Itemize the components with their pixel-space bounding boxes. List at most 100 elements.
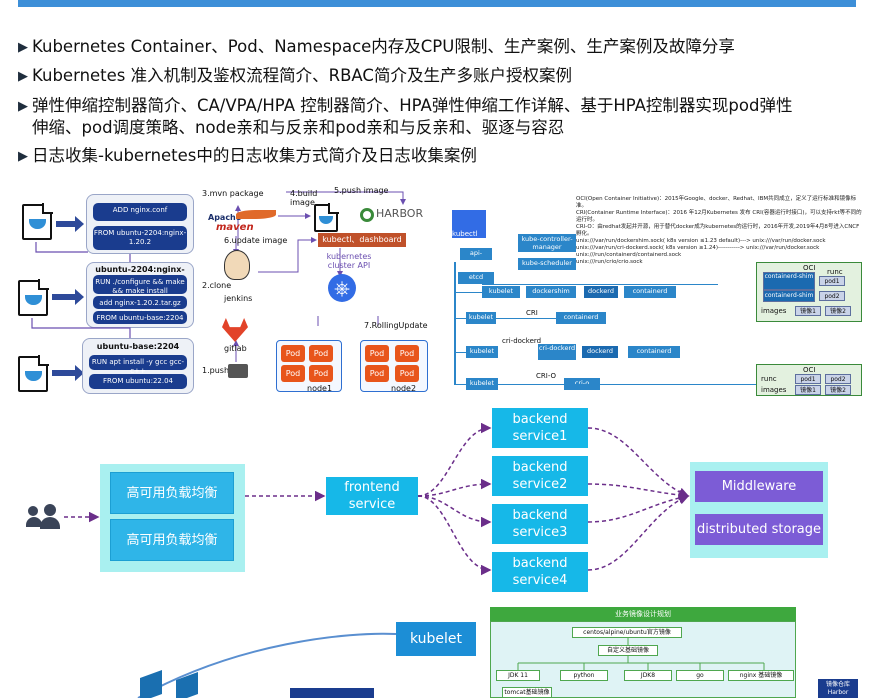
- triangle-bullet-icon: ▶: [18, 149, 28, 164]
- pod: Pod: [395, 365, 419, 382]
- step-label: 3.mvn package: [202, 189, 264, 198]
- bullet-text: Kubernetes Container、Pod、Namespace内存及CPU…: [32, 37, 735, 56]
- service-flow-arrows: [64, 422, 690, 576]
- load-balancer-box: 高可用负载均衡: [110, 472, 234, 514]
- shim-box: containerd-shim: [763, 290, 815, 302]
- layer-step: RUN ./configure && make && make install: [93, 275, 187, 295]
- os-image-box: centos/alpine/ubuntu官方镜像: [572, 627, 682, 638]
- images-label: images: [761, 386, 787, 394]
- backend-service-box: backend service4: [492, 552, 588, 592]
- image-card-nginx: ubuntu-2204:nginx-1.20.2 RUN ./configure…: [86, 262, 194, 328]
- pod1-box: pod1: [795, 374, 821, 384]
- node1-box: Pod Pod Pod Pod node1: [276, 340, 342, 393]
- image-card-title: ubuntu-base:2204: [96, 342, 180, 351]
- connector-line: [482, 284, 718, 285]
- cri-dockerd-box: cri-dockerd: [538, 344, 576, 360]
- connector-line: [498, 384, 756, 385]
- dockerd-box: dockerd: [584, 286, 618, 298]
- containerd-box: containerd: [624, 286, 676, 298]
- pod: Pod: [365, 345, 389, 362]
- jdk11-box: JDK 11: [496, 670, 540, 681]
- layer-step: RUN apt install -y gcc gcc-c++: [89, 355, 187, 375]
- dockershim-box: dockershim: [526, 286, 576, 298]
- backend-service-box: backend service1: [492, 408, 588, 448]
- node-diagram-partial: kubelet: [18, 612, 488, 698]
- cri-label: CRI: [526, 309, 538, 317]
- image-card-ubuntu-base: ubuntu-base:2204 RUN apt install -y gcc …: [82, 338, 194, 394]
- image-layer-diagram: ADD nginx.conf FROM ubuntu-2204:nginx-1.…: [10, 176, 198, 398]
- maven-logo: maven: [216, 222, 254, 233]
- note-line: OCI(Open Container Initiative)：2015年Goog…: [576, 196, 857, 209]
- shim-box: containerd-shim: [763, 272, 815, 290]
- containerd-box: containerd: [556, 312, 606, 324]
- note-line: unix:///var/run/dockershim.sock( k8s ver…: [576, 238, 826, 244]
- pod: Pod: [281, 365, 305, 382]
- jdk8-box: JDK8: [624, 670, 672, 681]
- dockerfile-icon: [22, 203, 53, 240]
- cri-o-label: CRI-O: [536, 372, 557, 380]
- load-balancer-group: 高可用负载均衡 高可用负载均衡: [100, 464, 245, 572]
- distributed-storage-box: distributed storage: [695, 514, 823, 545]
- tomcat-base-box: tomcat基础镜像: [502, 687, 552, 698]
- frontend-service-box: frontend service: [326, 477, 418, 515]
- pipeline-arrows: [233, 191, 406, 362]
- kubelet-box: kubelet: [466, 378, 498, 390]
- step-label: 2.clone: [202, 281, 232, 290]
- developer-laptop-icon: [228, 364, 248, 378]
- oci-label: OCI: [803, 264, 816, 272]
- connector-line: [454, 352, 474, 353]
- oci-box-top: OCI runc containerd-shim pod1 containerd…: [756, 262, 862, 322]
- runc-label: runc: [827, 268, 843, 276]
- bullet-text: 日志收集-kubernetes中的日志收集方式简介及日志收集案例: [32, 146, 477, 165]
- step-label: 7.RollingUpdate: [364, 321, 428, 330]
- kubectl-dashboard-box: kubectl、dashboard: [318, 233, 406, 247]
- middleware-box: Middleware: [695, 471, 823, 502]
- runtime-notes: OCI(Open Container Initiative)：2015年Goog…: [576, 196, 864, 266]
- oci-box-bottom: OCI runc pod1 pod2 images 镜像1 镜像2: [756, 364, 862, 396]
- backend-service-box: backend service2: [492, 456, 588, 496]
- step-label: 5.push image: [334, 186, 389, 195]
- harbor-registry-box: 镜像仓库 Harbor: [818, 679, 858, 698]
- containerd-box: containerd: [628, 346, 680, 358]
- microservice-architecture-diagram: 高可用负载均衡 高可用负载均衡 frontend service backend…: [18, 400, 828, 600]
- bullet-item-2: ▶Kubernetes 准入机制及鉴权流程简介、RBAC简介及生产多账户授权案例: [18, 65, 572, 87]
- note-line: CRI(Container Runtime Interface)：2016 年1…: [576, 210, 862, 223]
- go-box: go: [676, 670, 724, 681]
- header-accent-bar: [18, 0, 856, 7]
- note-line: CRI-O：由redhat发起并开源，用于替代docker成为kubernete…: [576, 224, 860, 237]
- bullet-item-3: ▶弹性伸缩控制器简介、CA/VPA/HPA 控制器简介、HPA弹性伸缩工作详解、…: [18, 95, 792, 138]
- note-line: unix:///run/crio/crio.sock: [576, 259, 643, 265]
- pod: Pod: [281, 345, 305, 362]
- pod2-box: pod2: [825, 374, 851, 384]
- node-label: node2: [391, 384, 417, 393]
- kubectl-box: [452, 210, 486, 238]
- connector-line: [454, 262, 456, 384]
- dockerfile-icon: [314, 203, 339, 232]
- jenkins-label: jenkins: [224, 294, 253, 303]
- note-line: unix:///var/run/cri-dockerd.sock( k8s ve…: [576, 245, 820, 251]
- blue-bar: [290, 688, 374, 698]
- oci-label: OCI: [803, 366, 816, 374]
- kubelet-box: kubelet: [466, 346, 498, 358]
- cicd-pipeline-diagram: 3.mvn package 4.build image 5.push image…: [198, 176, 438, 398]
- kubelet-box: kubelet: [396, 622, 476, 656]
- step-label: 1.push: [202, 366, 230, 375]
- layer-step: FROM ubuntu-base:2204: [93, 311, 187, 324]
- connector-line: [454, 292, 482, 293]
- triangle-bullet-icon: ▶: [18, 40, 28, 55]
- apache-feather-icon: [236, 210, 276, 219]
- pod2-box: pod2: [819, 291, 845, 301]
- image-plan-diagram: 业务镜像设计规划 centos/alpine/ubuntu官方镜像 自定义基础镜…: [488, 607, 862, 698]
- scheduler-box: kube-scheduler: [518, 258, 576, 270]
- node-label: node1: [307, 384, 333, 393]
- step-label: 6.update image: [224, 236, 288, 245]
- container-runtime-diagram: kubectl api-server etcd cluster kube-con…: [446, 192, 866, 398]
- pod: Pod: [309, 345, 333, 362]
- pod: Pod: [365, 365, 389, 382]
- gitlab-label: gitlab: [224, 344, 247, 353]
- node2-box: Pod Pod Pod Pod node2: [360, 340, 428, 393]
- images-label: images: [761, 307, 787, 315]
- triangle-bullet-icon: ▶: [18, 69, 28, 84]
- jenkins-logo-icon: [224, 250, 250, 280]
- custom-base-box: 自定义基础镜像: [598, 645, 658, 656]
